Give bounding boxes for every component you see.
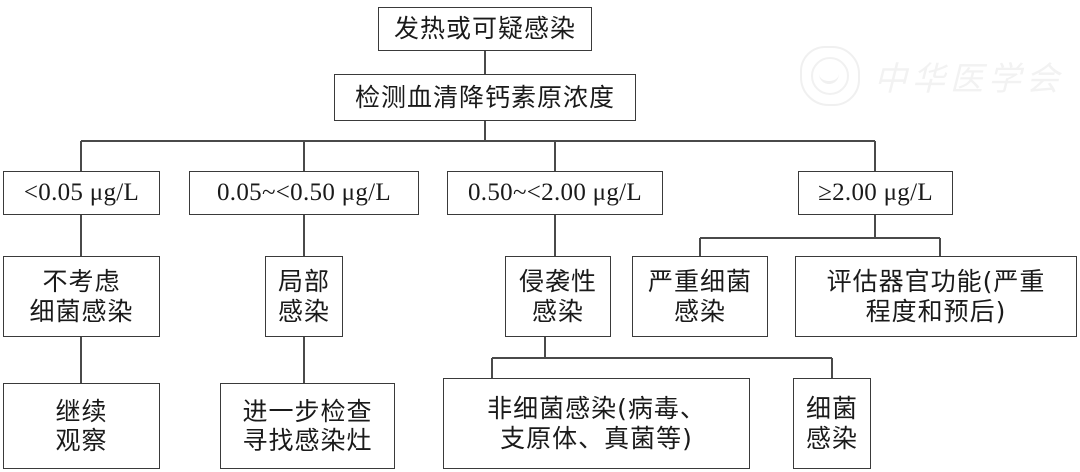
node-test: 检测血清降钙素原浓度 — [334, 74, 636, 121]
node-outcome-further-exam: 进一步检查 寻找感染灶 — [220, 383, 395, 469]
node-interpretation-organ-assessment: 评估器官功能(严重 程度和预后) — [795, 256, 1077, 337]
node-interpretation-no-bacterial: 不考虑 细菌感染 — [3, 256, 160, 337]
node-interpretation-local-label: 局部 感染 — [277, 267, 330, 326]
node-outcome-non-bacterial: 非细菌感染(病毒、 支原体、真菌等) — [443, 378, 750, 469]
node-outcome-further-exam-label: 进一步检查 寻找感染灶 — [242, 396, 373, 456]
watermark-text: 中华医学会 — [874, 59, 1064, 98]
node-interpretation-invasive: 侵袭性 感染 — [505, 256, 611, 337]
node-interpretation-local: 局部 感染 — [265, 256, 343, 337]
node-outcome-bacterial: 细菌 感染 — [793, 378, 871, 469]
cma-watermark: 中华医学会 — [800, 45, 1059, 107]
node-interpretation-severe-bacterial-label: 严重细菌 感染 — [647, 267, 752, 326]
node-threshold-3-label: 0.50~<2.00 μg/L — [468, 179, 642, 207]
node-threshold-3: 0.50~<2.00 μg/L — [447, 171, 663, 215]
node-interpretation-severe-bacterial: 严重细菌 感染 — [632, 256, 768, 337]
node-outcome-bacterial-label: 细菌 感染 — [805, 394, 858, 453]
node-threshold-1-label: <0.05 μg/L — [23, 179, 140, 207]
node-threshold-2: 0.05~<0.50 μg/L — [189, 171, 419, 215]
node-threshold-1: <0.05 μg/L — [3, 171, 160, 215]
node-root: 发热或可疑感染 — [378, 7, 592, 51]
node-outcome-non-bacterial-label: 非细菌感染(病毒、 支原体、真菌等) — [487, 394, 706, 453]
node-test-label: 检测血清降钙素原浓度 — [354, 82, 615, 112]
node-outcome-observe-label: 继续 观察 — [55, 396, 108, 456]
node-interpretation-organ-assessment-label: 评估器官功能(严重 程度和预后) — [826, 267, 1046, 326]
node-root-label: 发热或可疑感染 — [393, 14, 576, 44]
node-interpretation-invasive-label: 侵袭性 感染 — [518, 267, 597, 326]
node-threshold-4-label: ≥2.00 μg/L — [818, 179, 933, 207]
node-outcome-observe: 继续 观察 — [3, 383, 160, 469]
node-threshold-4: ≥2.00 μg/L — [798, 171, 953, 215]
node-threshold-2-label: 0.05~<0.50 μg/L — [217, 179, 391, 207]
node-interpretation-no-bacterial-label: 不考虑 细菌感染 — [29, 267, 134, 326]
cma-seal-logo-icon — [800, 46, 860, 106]
